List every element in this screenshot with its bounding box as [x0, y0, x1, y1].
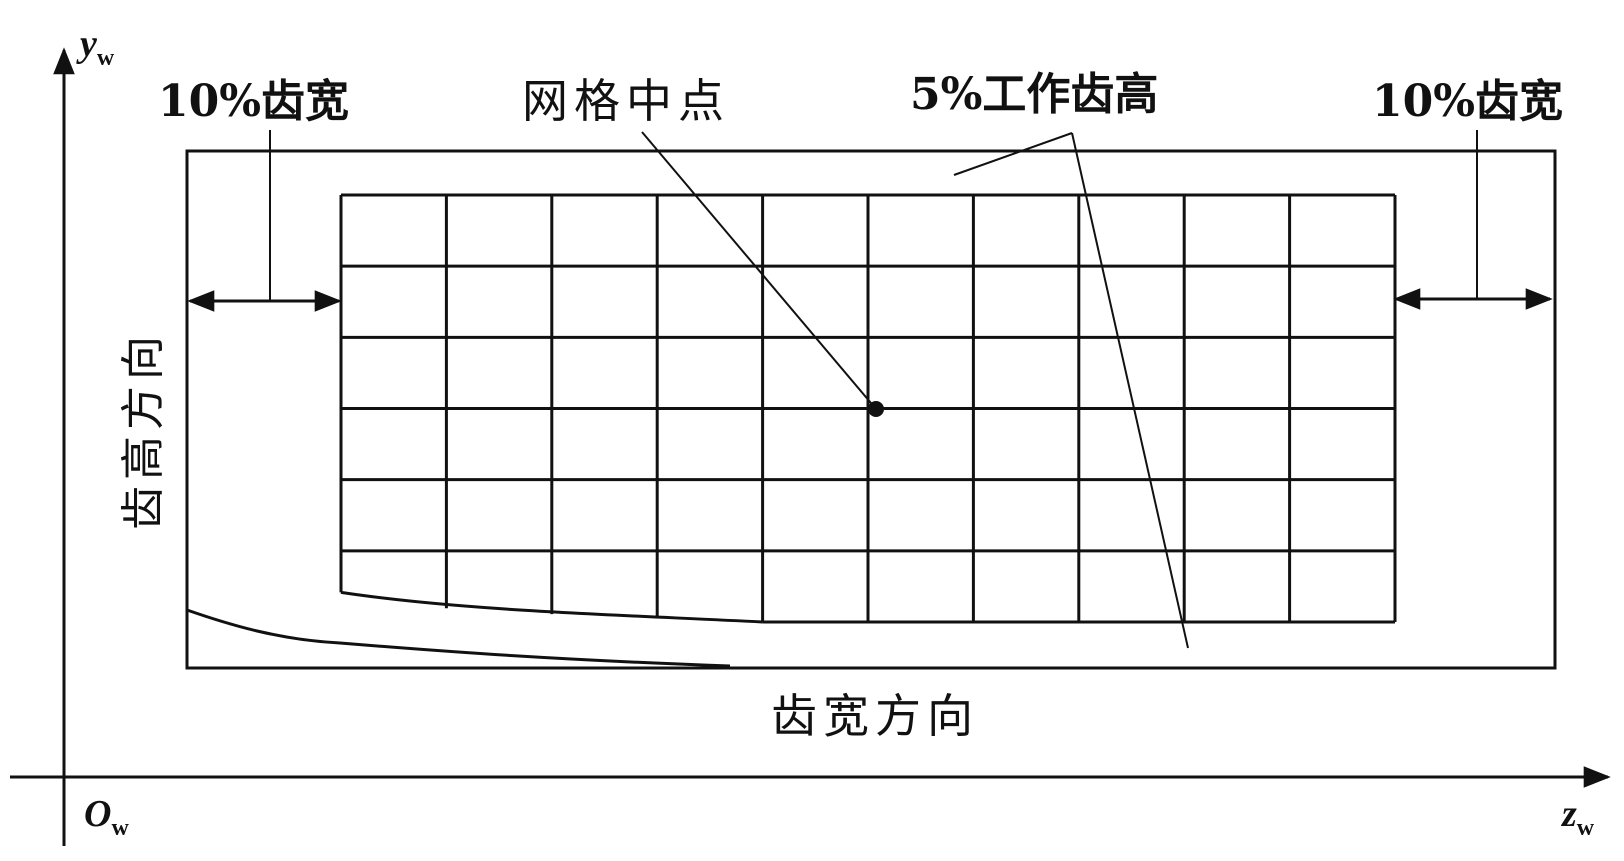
grid-bottom-curve	[340, 590, 763, 624]
y-axis-label: yw	[76, 23, 115, 71]
z-axis-label: zw	[1560, 793, 1595, 841]
left-width-margin-label: 10%齿宽	[158, 76, 349, 127]
origin-subscript: w	[111, 815, 129, 841]
origin-symbol: O	[84, 793, 111, 835]
working-depth-leader-short	[953, 132, 1073, 176]
y-axis-symbol: y	[76, 23, 97, 65]
working-depth-margin-label: 5%工作齿高	[910, 69, 1158, 120]
left-width-margin-dimension	[187, 130, 342, 312]
height-direction-label: 齿高方向	[118, 330, 169, 530]
z-axis-subscript: w	[1577, 815, 1595, 841]
root-contour-curve	[186, 608, 731, 668]
right-width-margin-dimension	[1393, 130, 1553, 310]
right-width-margin-label: 10%齿宽	[1372, 76, 1563, 127]
working-depth-leader-long	[1071, 132, 1189, 649]
grid-midpoint-leader	[641, 131, 877, 410]
origin-label: Ow	[84, 793, 129, 841]
y-axis-subscript: w	[97, 45, 115, 71]
tooth-flank-boundary	[185, 149, 1557, 670]
coordinate-axes	[10, 47, 1611, 846]
measurement-grid	[339, 193, 1397, 624]
working-depth-leaders	[953, 132, 1189, 649]
z-axis-symbol: z	[1560, 793, 1577, 835]
width-direction-label: 齿宽方向	[771, 689, 979, 743]
grid-midpoint-label: 网格中点	[522, 74, 730, 128]
